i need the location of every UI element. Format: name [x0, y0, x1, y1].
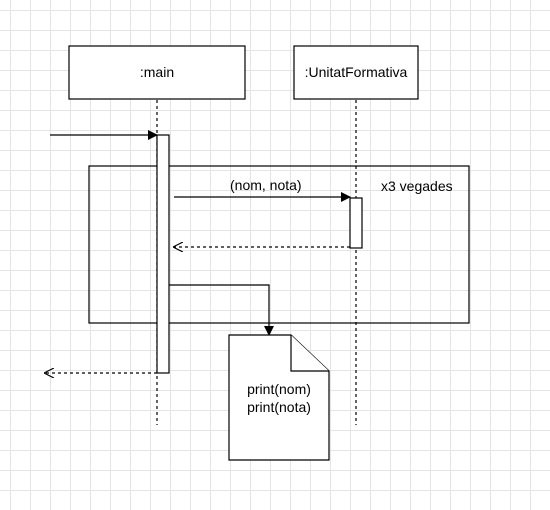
lifeline-unitat-formativa-label: :UnitatFormativa [305, 64, 408, 80]
note-line-1: print(nom) [247, 381, 311, 397]
lifeline-main-label: :main [140, 64, 174, 80]
unitat-formativa-activation-bar[interactable] [349, 197, 363, 249]
note-folded-corner [290, 335, 329, 372]
lifeline-unitat-formativa[interactable]: :UnitatFormativa [293, 45, 419, 100]
main-activation-bar[interactable] [156, 134, 170, 374]
loop-fragment[interactable]: x3 vegades [88, 165, 470, 324]
note-connector-arrow[interactable] [169, 284, 274, 336]
loop-label: x3 vegades [381, 178, 453, 194]
sync-message-label: (nom, nota) [230, 177, 302, 193]
note[interactable]: print(nom) print(nota) [228, 334, 330, 461]
lifeline-main[interactable]: :main [68, 45, 246, 100]
note-line-2: print(nota) [247, 399, 311, 415]
